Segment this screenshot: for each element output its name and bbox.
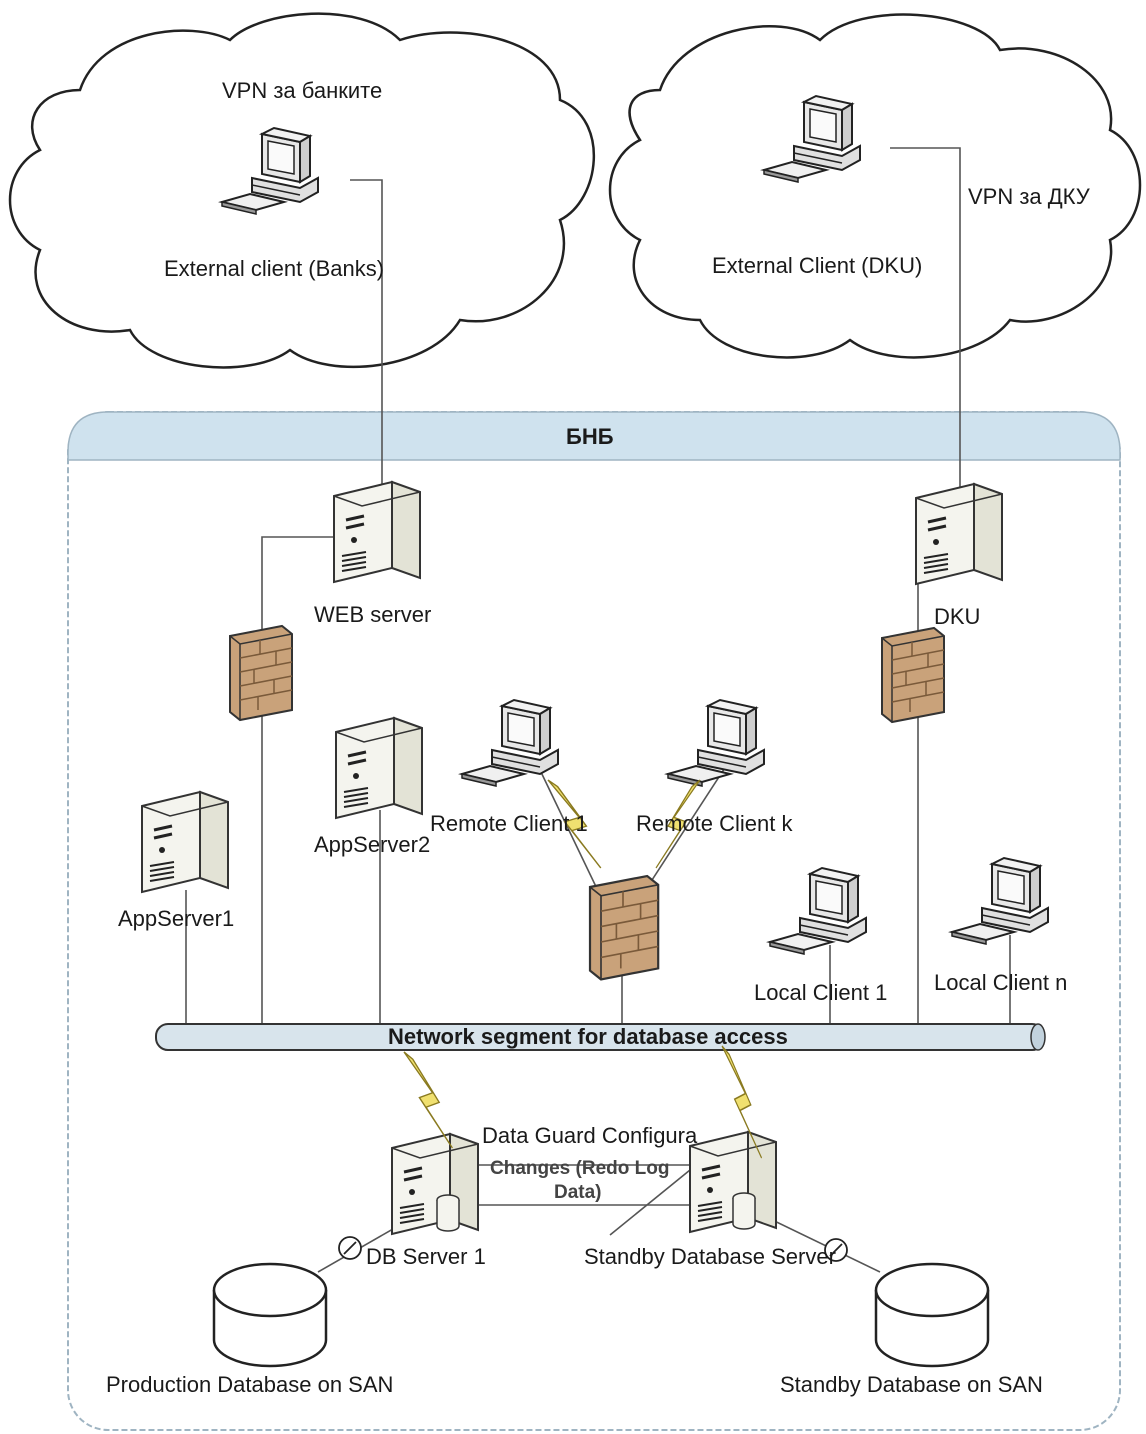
external-dku-label: External Client (DKU) [712,253,923,278]
db-server-1-icon [390,1132,480,1236]
standby-db-san-label: Standby Database on SAN [780,1372,1043,1397]
dku-vpn-label: VPN за ДКУ [968,184,1090,209]
remote-firewall-icon [588,874,660,981]
remote-client-k-label: Remote Client k [636,811,793,836]
banks-vpn-label: VPN за банките [222,78,383,103]
app-server-1-label: AppServer1 [118,906,235,931]
local-client-n-label: Local Client n [934,970,1068,995]
app-server-2-icon [334,716,424,820]
production-san-storage-icon [212,1262,328,1368]
app-server-2-label: AppServer2 [314,832,431,857]
web-server-icon [332,480,422,584]
data-guard-changes-line1: Changes (Redo Log [490,1158,670,1179]
dku-vpn-cloud [608,13,1142,359]
web-server-label: WEB server [314,602,432,627]
app-server-1-icon [140,790,230,894]
standby-server-cylinder-icon [732,1192,756,1230]
web-firewall-icon [229,625,293,721]
bnb-zone-header [67,411,1121,461]
local-client-1-label: Local Client 1 [754,980,888,1005]
dku-label: DKU [934,604,981,629]
dku-server-icon [914,482,1004,586]
external-banks-label: External client (Banks) [164,256,385,281]
network-segment-label: Network segment for database access [388,1024,788,1049]
data-guard-title: Data Guard Configura [482,1123,698,1148]
san-connector-icon [338,1236,848,1262]
standby-db-server-label: Standby Database Server [584,1244,836,1269]
production-db-san-label: Production Database on SAN [106,1372,394,1397]
remote-client-1-label: Remote Client 1 [430,811,588,836]
dku-firewall-icon [881,627,945,723]
db-server-cylinder-icon [436,1194,460,1232]
bnb-zone-title: БНБ [566,424,614,449]
standby-san-storage-icon [874,1262,990,1368]
db-server-1-label: DB Server 1 [366,1244,486,1269]
data-guard-changes-line2: Data) [554,1182,602,1203]
